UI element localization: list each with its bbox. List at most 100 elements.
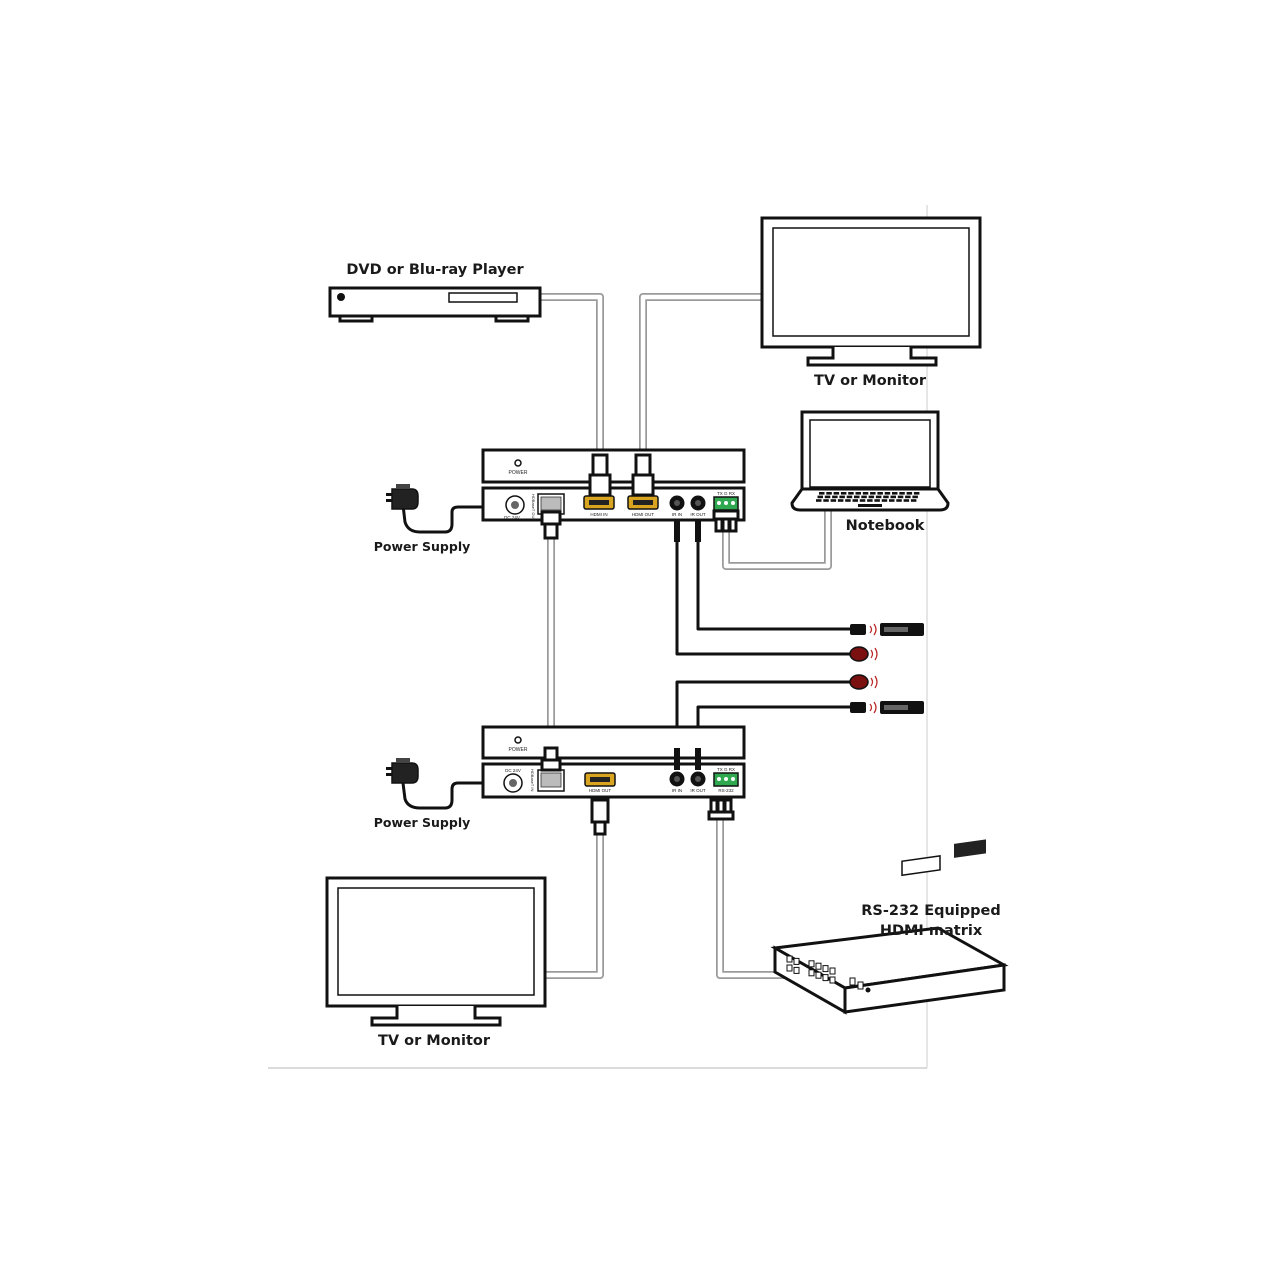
transmitter-hdmi-out-label: HDMI OUT — [632, 512, 654, 517]
dvd-power-button-icon — [337, 293, 345, 301]
matrix-button — [808, 969, 815, 977]
keyboard-key — [867, 499, 873, 502]
transmitter-hdmi-in-label: HDMI IN — [590, 512, 607, 517]
matrix-led-icon — [865, 987, 871, 993]
hdmi-plug-tx-out — [631, 453, 655, 497]
ir-plugs-tx — [674, 520, 701, 542]
keyboard-key — [833, 492, 840, 495]
notebook-touchpad — [858, 504, 882, 507]
tv-monitor-bottom — [325, 876, 547, 1027]
receiver-rs232-label: RS-232 — [718, 788, 734, 793]
transmitter-power-label: POWER — [509, 470, 528, 476]
power-cable-top — [401, 504, 503, 534]
ir-cable-top-blaster — [696, 540, 850, 631]
keyboard-key — [868, 495, 875, 499]
keyboard-key — [883, 495, 889, 499]
transmitter-ir-in-label: IR IN — [672, 512, 682, 517]
label-tv-top: TV or Monitor — [814, 373, 927, 389]
matrix-button — [808, 960, 815, 968]
ir-receiver-top — [849, 646, 878, 662]
receiver-rs232-pins-label: TX G RX — [717, 767, 735, 772]
dvd-disc-tray — [448, 292, 518, 303]
dvd-player — [328, 286, 542, 323]
notebook-keyboard — [816, 492, 920, 502]
keyboard-key — [905, 495, 911, 499]
keyboard-key — [881, 499, 888, 502]
transmitter-dc-label: DC 24V — [504, 515, 520, 520]
label-matrix-line2: HDMI matrix — [880, 923, 983, 939]
label-tv-bottom: TV or Monitor — [378, 1033, 491, 1049]
power-adapter-top — [386, 484, 419, 510]
matrix-button — [822, 974, 829, 982]
ir-blaster-bottom — [850, 701, 924, 714]
power-adapter-bottom — [386, 758, 419, 784]
keyboard-key — [861, 495, 867, 499]
keyboard-key — [897, 495, 904, 499]
keyboard-key — [824, 495, 831, 499]
label-power-supply-bottom: Power Supply — [374, 815, 471, 830]
keyboard-key — [852, 499, 858, 502]
keyboard-key — [832, 495, 838, 499]
keyboard-key — [848, 492, 854, 495]
keyboard-key — [840, 492, 847, 495]
matrix-button — [793, 957, 800, 965]
keyboard-key — [896, 499, 902, 502]
ir-receiver-bottom — [849, 674, 878, 690]
receiver-hdbaset-label: HDBaseT IN — [530, 769, 535, 791]
receiver-ir-in-label: IR IN — [672, 788, 682, 793]
keyboard-key — [892, 492, 898, 495]
matrix-vent — [954, 839, 986, 858]
label-matrix-line1: RS-232 Equipped — [861, 903, 1001, 919]
matrix-button — [815, 962, 822, 970]
keyboard-key — [816, 499, 822, 502]
matrix-button — [822, 965, 829, 973]
keyboard-key — [899, 492, 905, 495]
receiver-hdmi-out-label: HDMI OUT — [589, 788, 611, 793]
keyboard-key — [826, 492, 832, 495]
notebook — [790, 410, 950, 512]
matrix-button — [849, 977, 856, 986]
transmitter-ir-out-label: IR OUT — [690, 512, 706, 517]
transmitter-rs232-pins-label: TX G RX — [717, 491, 735, 496]
keyboard-key — [839, 495, 845, 499]
keyboard-key — [884, 492, 891, 495]
keyboard-key — [859, 499, 866, 502]
receiver-power-label: POWER — [509, 747, 528, 753]
keyboard-key — [870, 492, 876, 495]
rs232-plug-rx — [707, 798, 735, 821]
keyboard-key — [913, 492, 920, 495]
receiver-dc-label: DC 24V — [505, 768, 521, 773]
transmitter-power-led-icon — [514, 459, 522, 467]
label-notebook: Notebook — [846, 518, 925, 534]
ir-plugs-rx — [674, 748, 701, 770]
hdmi-cable-dvd — [540, 293, 604, 455]
matrix-button — [786, 955, 793, 963]
rj45-plug-rx — [540, 746, 562, 772]
rj45-plug-tx — [540, 510, 562, 540]
matrix-button — [829, 967, 836, 975]
transmitter-unit: POWER DC 24V HDBaseT OUT HDMI IN HDMI OU… — [481, 448, 746, 522]
keyboard-key — [830, 499, 837, 502]
keyboard-key — [855, 492, 861, 495]
receiver-ir-out-label: IR OUT — [690, 788, 706, 793]
keyboard-key — [819, 492, 825, 495]
ir-cable-top-receiver — [675, 540, 850, 656]
keyboard-key — [912, 495, 918, 499]
keyboard-key — [877, 492, 883, 495]
hdmi-matrix — [770, 839, 1009, 1015]
hdmi-plug-tx-in — [588, 453, 612, 497]
label-power-supply-top: Power Supply — [374, 539, 471, 554]
keyboard-key — [817, 495, 823, 499]
matrix-button — [786, 964, 793, 972]
matrix-button — [857, 981, 864, 990]
keyboard-key — [910, 499, 917, 502]
receiver-power-led-icon — [514, 736, 522, 744]
hdmi-plug-rx-out — [590, 798, 610, 836]
keyboard-key — [854, 495, 860, 499]
keyboard-key — [862, 492, 869, 495]
hdmi-cable-tv-top — [639, 293, 762, 455]
matrix-button — [793, 966, 800, 974]
ir-blaster-top — [850, 623, 924, 636]
keyboard-key — [903, 499, 910, 502]
hdmi-cable-tv-bottom — [545, 832, 604, 979]
